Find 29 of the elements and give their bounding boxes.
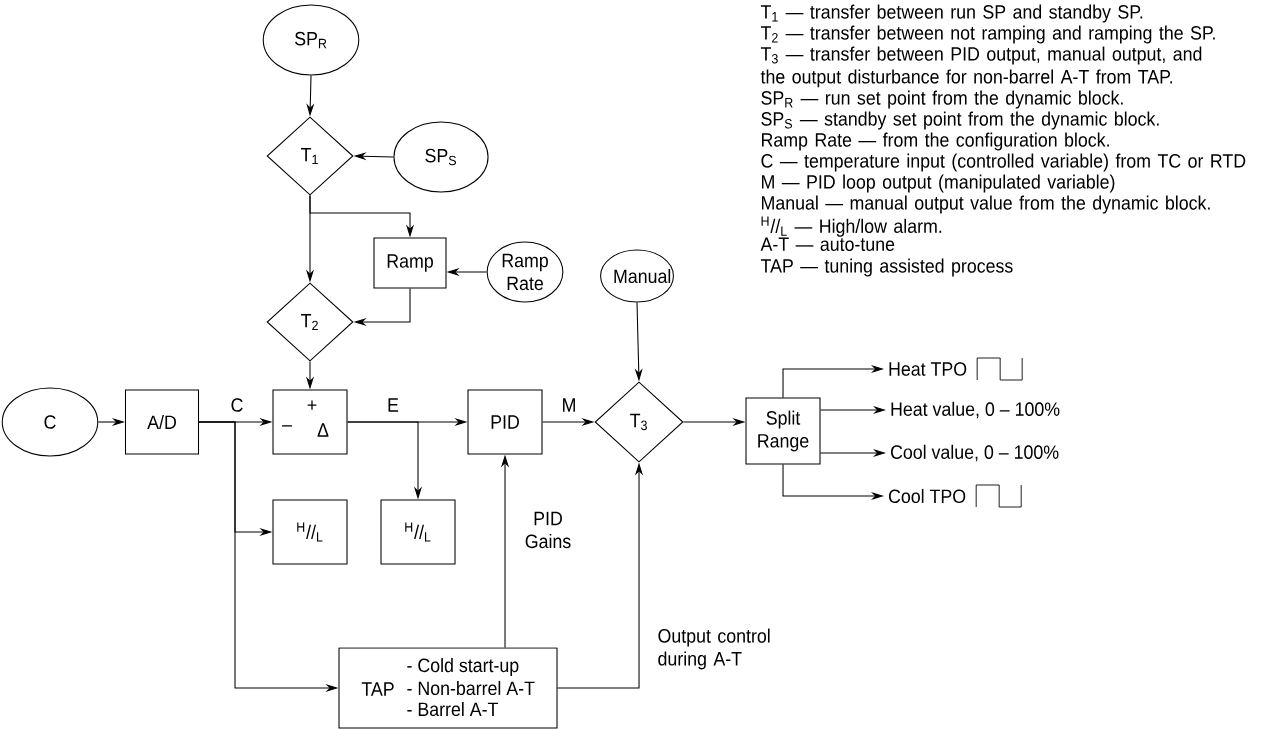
edge-label: PID Gains bbox=[525, 511, 571, 549]
output-label: Heat value, 0 – 100% bbox=[891, 401, 1060, 419]
output-label: Heat TPO bbox=[889, 362, 967, 376]
block-box: PID bbox=[467, 389, 543, 455]
abbreviation-note: $^{H}$//$_{L}$ — High/low alarm. bbox=[761, 216, 942, 237]
abbreviation-note: Manual — manual output value from the dynamic block. bbox=[762, 195, 1210, 214]
abbreviation-note: T$_{2}$ — transfer between not ramping and ramping the SP. bbox=[760, 25, 1215, 44]
block-box: A/D bbox=[125, 389, 200, 455]
edge-label: M bbox=[563, 398, 575, 412]
abbreviation-note: M — PID loop output (manipulated variable) bbox=[762, 174, 1115, 193]
abbreviation-note: TAP — tuning assisted process bbox=[760, 258, 1013, 277]
block-box: Ramp bbox=[373, 237, 447, 289]
abbreviation-note: SP$_{S}$ — standby set point from the dynamic block. bbox=[761, 111, 1159, 130]
edge-label: C bbox=[231, 398, 243, 412]
abbreviation-note: Ramp Rate — from the configuration block. bbox=[762, 132, 1109, 151]
block-box: Split Range bbox=[745, 397, 821, 465]
edge-label: Output control during A-T bbox=[658, 628, 770, 670]
abbreviation-note: T$_{1}$ — transfer between run SP and standby SP. bbox=[760, 4, 1143, 23]
block-box: $^{H}$//$_{L}$ bbox=[272, 499, 348, 565]
edge-label: E bbox=[388, 398, 399, 412]
output-label: Cool value, 0 – 100% bbox=[890, 444, 1059, 462]
block-box: $^{H}$//$_{L}$ bbox=[380, 499, 456, 565]
abbreviation-note: C — temperature input (controlled variable) from TC or RTD bbox=[761, 153, 1246, 172]
difference-box: + – Δ bbox=[272, 389, 348, 455]
abbreviation-note: A-T — auto-tune bbox=[760, 237, 895, 251]
output-label: Cool TPO bbox=[888, 488, 966, 504]
tap-box: TAP - Cold start-up - Non-barrel A-T - Barrel A-T bbox=[338, 647, 558, 729]
abbreviation-note: T$_{3}$ — transfer between PID output, manual output, and the output disturbance for non-barrel A-T from TAP. bbox=[760, 46, 1202, 88]
abbreviation-note: SP$_{R}$ — run set point from the dynamic block. bbox=[761, 90, 1123, 109]
